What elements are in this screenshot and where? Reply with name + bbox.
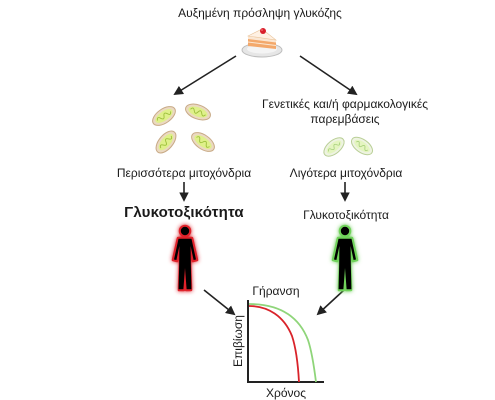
mitochondrion-icon xyxy=(191,132,215,152)
red-survival-curve xyxy=(248,305,300,383)
green-survival-curve xyxy=(248,303,317,383)
human-figure-icon xyxy=(171,224,199,292)
human-figure-icon xyxy=(331,224,359,292)
mitochondrion-icon xyxy=(323,137,345,157)
survival-graph xyxy=(247,300,324,383)
intervention-label-line1: Γενετικές και/ή φαρμακολογικές xyxy=(262,97,428,111)
left-mito-label: Περισσότερα μιτοχόνδρια xyxy=(116,166,252,180)
left-outcome-label: Γλυκοτοξικότητα xyxy=(124,204,244,221)
right-outcome-label: Γλυκοτοξικότητα xyxy=(303,208,389,222)
arrow-cake-to-left xyxy=(173,55,237,96)
arrow-right-to-graph xyxy=(316,289,345,316)
mitochondrion-icon xyxy=(350,136,374,156)
right-mito-label: Λιγότερα μιτοχόνδρια xyxy=(289,166,403,180)
arrow-cake-to-right xyxy=(299,55,358,96)
arrow-left-to-graph xyxy=(203,289,236,316)
intervention-label-line2: παρεμβάσεις xyxy=(310,112,380,126)
graph-title: Γήρανση xyxy=(252,284,300,298)
mitochondria-cluster-left xyxy=(152,103,215,154)
mitochondrion-icon xyxy=(185,103,211,121)
top-label: Αυξημένη πρόσληψη γλυκόζης xyxy=(178,6,342,20)
mitochondrion-icon xyxy=(155,130,177,154)
mitochondrion-icon xyxy=(152,106,176,126)
mitochondria-cluster-right xyxy=(323,136,374,157)
graph-xlabel: Χρόνος xyxy=(266,386,306,400)
cake-slice-icon xyxy=(241,28,283,58)
graph-ylabel: Επιβίωση xyxy=(231,315,245,367)
